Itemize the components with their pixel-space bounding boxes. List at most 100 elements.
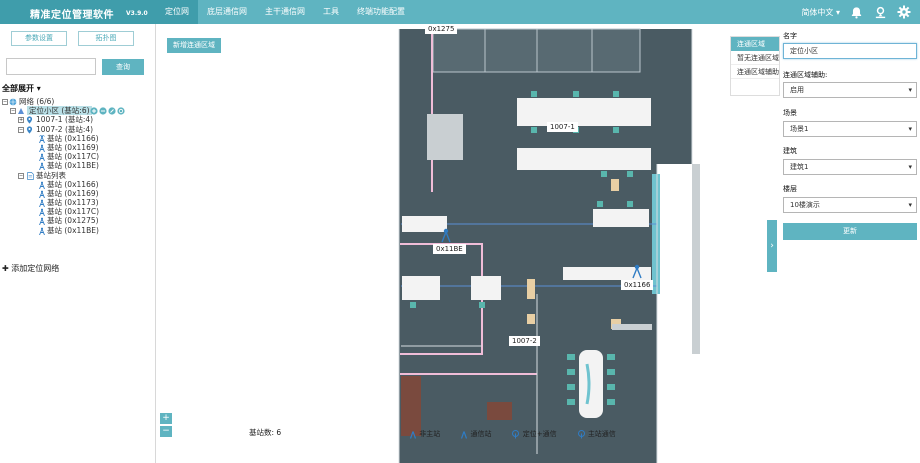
tree-node-area[interactable]: − 定位小区 (基站:6) (0, 106, 156, 116)
language-select[interactable]: 简体中文 ▾ (801, 7, 840, 17)
brand: 精准定位管理软件 V3.9.0 (0, 0, 156, 24)
plus-icon: ✚ (2, 264, 9, 273)
tree-label: 基站 (0x117C) (47, 152, 99, 162)
tree-label: 基站列表 (36, 170, 66, 180)
tree-node-station[interactable]: 基站 (0x1166) (0, 180, 156, 189)
scene-select[interactable]: 场景1 (783, 121, 917, 137)
connected-area-title: 连通区域 (731, 37, 779, 51)
assist-value: 启用 (790, 86, 804, 94)
tab-backbone-comm-network[interactable]: 主干通信网 (265, 7, 305, 16)
location-pin-icon (26, 125, 33, 134)
building-select[interactable]: 建筑1 (783, 159, 917, 175)
top-bar: 精准定位管理软件 V3.9.0 定位网 底层通信网 主干通信网 工具 终端功能配… (0, 0, 920, 24)
expand-all-label: 全部展开 (2, 84, 34, 93)
floor-map[interactable]: 0x1275 0x11BE 0x1166 1007-1 1007-2 新增连通区… (157, 24, 781, 463)
panel-toggle-button[interactable]: › (767, 220, 777, 272)
topology-button[interactable]: 拓扑图 (78, 31, 134, 46)
add-network-link[interactable]: ✚ 添加定位网络 (2, 263, 59, 274)
station-label-1275[interactable]: 0x1275 (425, 24, 458, 34)
room-label-1007-1[interactable]: 1007-1 (547, 122, 578, 132)
connected-area-row[interactable]: 连通区域辅助 (731, 65, 779, 79)
tree-node-station[interactable]: 基站 (0x1275) (0, 216, 156, 226)
station-icon (512, 429, 520, 438)
tree-node-station[interactable]: 基站 (0x117C) (0, 207, 156, 217)
collapse-toggle-icon[interactable]: − (18, 172, 24, 179)
tab-terminal-config[interactable]: 终端功能配置 (357, 7, 405, 16)
tree-node-group[interactable]: + 1007-1 (基站:4) (0, 115, 156, 124)
tree-node-station[interactable]: 基站 (0x11BE) (0, 226, 156, 235)
zoom-out-button[interactable]: − (160, 426, 172, 437)
delete-icon[interactable] (99, 107, 107, 115)
tab-positioning-network[interactable]: 定位网 (156, 0, 198, 24)
bell-icon[interactable] (848, 4, 864, 20)
user-pin-icon[interactable] (872, 4, 888, 20)
zoom-in-button[interactable]: + (160, 413, 172, 424)
add-connected-area-button[interactable]: 新增连通区域 (167, 38, 221, 53)
tree-label: 基站 (0x1166) (47, 133, 99, 143)
tree-node-group[interactable]: − 1007-2 (基站:4) (0, 125, 156, 134)
collapse-toggle-icon[interactable]: − (2, 99, 8, 105)
name-input[interactable] (783, 43, 917, 59)
tree-node-network[interactable]: − 网络 (6/6) (0, 97, 156, 106)
station-icon (577, 429, 585, 438)
chevron-down-icon: ▾ (36, 84, 41, 93)
expand-toggle-icon[interactable]: + (18, 117, 24, 124)
language-label: 简体中文 (801, 7, 834, 17)
assist-select[interactable]: 启用 (783, 82, 917, 98)
collapse-toggle-icon[interactable]: − (18, 126, 24, 133)
building-value: 建筑1 (790, 163, 809, 171)
tree-node-station[interactable]: 基站 (0x1173) (0, 198, 156, 208)
main-nav: 定位网 底层通信网 主干通信网 工具 终端功能配置 (156, 0, 414, 24)
area-icon (17, 107, 24, 115)
tab-bottom-comm-network[interactable]: 底层通信网 (207, 7, 247, 16)
sidebar: 参数设置 拓扑图 查询 全部展开 ▾ − 网络 (6/6) − 定位小区 (基站… (0, 24, 156, 463)
name-label: 名字 (783, 32, 797, 40)
legend-label: 非主站 (419, 430, 441, 438)
refresh-icon[interactable] (117, 107, 125, 115)
chevron-right-icon: › (770, 241, 774, 251)
tree-label: 基站 (0x1173) (47, 198, 99, 208)
tree-search-input[interactable] (6, 58, 96, 75)
document-icon (27, 171, 34, 180)
properties-form: 名字 连通区域辅助: 启用 场景 场景1 建筑 建筑1 楼层 10楼演示 更新 (780, 24, 920, 463)
tree-node-station[interactable]: 基站 (0x117C) (0, 152, 156, 162)
tree-label: 基站 (0x11BE) (47, 225, 99, 235)
floor-select[interactable]: 10楼演示 (783, 197, 917, 213)
collapse-toggle-icon[interactable]: − (10, 108, 16, 115)
tree-node-station[interactable]: 基站 (0x1169) (0, 142, 156, 153)
legend-label: 通信站 (470, 430, 492, 438)
antenna-icon (38, 144, 45, 153)
expand-all-toggle[interactable]: 全部展开 ▾ (2, 83, 41, 94)
antenna-icon (38, 199, 45, 208)
location-pin-icon (26, 116, 33, 124)
building-label: 建筑 (783, 147, 797, 155)
tree-node-station[interactable]: 基站 (0x11BE) (0, 161, 156, 171)
tree-node-station[interactable]: 基站 (0x1169) (0, 189, 156, 199)
antenna-icon (38, 162, 45, 171)
gear-icon[interactable] (896, 4, 912, 20)
tree-label: 1007-2 (基站:4) (36, 124, 94, 134)
connected-area-row[interactable]: 暂无连通区域 (731, 51, 779, 65)
query-button[interactable]: 查询 (102, 59, 144, 75)
station-count: 基站数: 6 (249, 428, 282, 437)
tree-label: 基站 (0x1169) (47, 142, 99, 152)
assist-label: 连通区域辅助: (783, 71, 828, 79)
header-actions: 简体中文 ▾ (801, 0, 920, 24)
antenna-icon (38, 227, 45, 235)
tree-node-station-list[interactable]: − 基站列表 (0, 171, 156, 180)
globe-icon (9, 98, 17, 106)
tab-tools[interactable]: 工具 (323, 7, 339, 16)
update-button[interactable]: 更新 (783, 223, 917, 240)
params-settings-button[interactable]: 参数设置 (11, 31, 67, 46)
tree-label: 基站 (0x1166) (47, 179, 99, 189)
room-label-1007-2[interactable]: 1007-2 (509, 336, 540, 346)
add-icon[interactable] (90, 107, 98, 115)
legend-item: 定位+通信 (511, 429, 566, 439)
edit-icon[interactable] (108, 107, 116, 115)
tree-node-station[interactable]: 基站 (0x1166) (0, 134, 156, 143)
tree-label: 基站 (0x1275) (47, 216, 99, 226)
station-label-11be[interactable]: 0x11BE (433, 244, 466, 254)
station-label-1166[interactable]: 0x1166 (621, 280, 654, 290)
tree-label: 网络 (6/6) (19, 97, 55, 106)
tree-label: 基站 (0x117C) (47, 207, 99, 217)
